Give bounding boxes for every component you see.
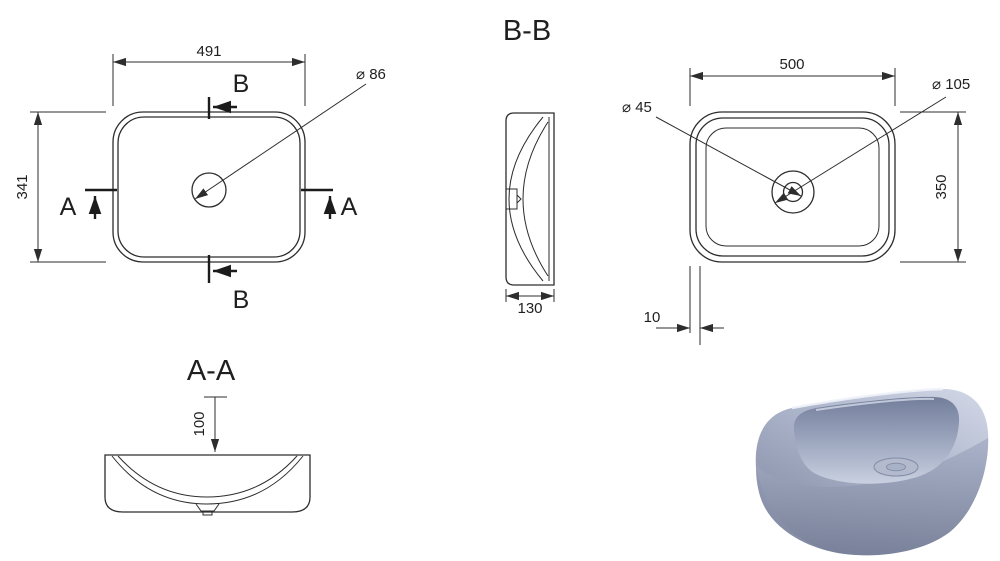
- bottom-mid-edge: [695, 117, 890, 257]
- drain-outer-leader: [774, 96, 947, 204]
- section-bb-title: B-B: [503, 15, 551, 47]
- plan-view: ⌀ 86 491 341 B B A: [14, 43, 386, 314]
- bottom-height-dimension: 350: [900, 111, 966, 263]
- section-letter-a-left: A: [60, 193, 77, 221]
- bb-width-label: 130: [517, 300, 542, 317]
- plan-height-label: 341: [14, 174, 31, 199]
- bottom-inner-edge: [705, 127, 880, 247]
- bottom-width-dimension: 500: [689, 56, 896, 106]
- bottom-offset-label: 10: [644, 309, 661, 326]
- inner-rim-highlight: [815, 397, 935, 411]
- plan-inner-edge: [117, 116, 301, 258]
- plan-width-dimension: 491: [112, 43, 306, 106]
- section-aa-view: 100: [104, 396, 311, 516]
- plan-width-label: 491: [196, 43, 221, 60]
- section-letter-a-right: A: [341, 193, 358, 221]
- bottom-view: ⌀ 45 ⌀ 105 500 350 10: [622, 56, 970, 345]
- drain-cap-center: [886, 462, 906, 472]
- rim-highlight: [791, 387, 944, 410]
- bb-outer-profile: [505, 112, 555, 286]
- bottom-drain-inner-label: ⌀ 45: [622, 99, 652, 116]
- aa-bowl-curve: [111, 455, 304, 505]
- section-letter-b-bottom: B: [233, 286, 250, 314]
- aa-bowl-curve-inner: [117, 455, 298, 498]
- bottom-outer-edge: [689, 111, 896, 263]
- bb-bowl-curve-outer: [508, 116, 544, 282]
- aa-drain-detail: [195, 503, 220, 516]
- bottom-height-label: 350: [933, 174, 950, 199]
- plan-height-dimension: 341: [14, 111, 106, 263]
- sink-3d-render: [755, 387, 989, 556]
- bb-drain-detail: [516, 194, 522, 204]
- bottom-offset-dimension: 10: [644, 266, 724, 345]
- aa-depth-dimension: 100: [191, 396, 227, 452]
- section-bb-view: 130: [505, 112, 555, 317]
- bb-bowl-curve: [522, 121, 549, 277]
- section-a-marks: A A: [60, 188, 358, 221]
- plan-outer-edge: [112, 111, 306, 263]
- drain-diameter-leader: [194, 83, 367, 200]
- drain-inner-leader: [655, 116, 802, 197]
- section-aa-title: A-A: [187, 355, 236, 387]
- aa-depth-label: 100: [191, 411, 208, 436]
- section-b-marks: B B: [207, 70, 250, 314]
- aa-outer-profile: [104, 454, 311, 513]
- bottom-width-label: 500: [779, 56, 804, 73]
- section-letter-b-top: B: [233, 70, 250, 98]
- bottom-drain-outer-label: ⌀ 105: [932, 76, 970, 93]
- bottom-drain-outer-circle: [771, 170, 815, 214]
- plan-drain-diameter-label: ⌀ 86: [356, 66, 386, 83]
- plan-drain-circle: [191, 172, 227, 208]
- bottom-drain-inner-circle: [782, 181, 804, 203]
- sink-interior: [793, 396, 960, 484]
- bb-width-dimension: 130: [505, 289, 555, 317]
- bb-drain-boss: [506, 188, 518, 210]
